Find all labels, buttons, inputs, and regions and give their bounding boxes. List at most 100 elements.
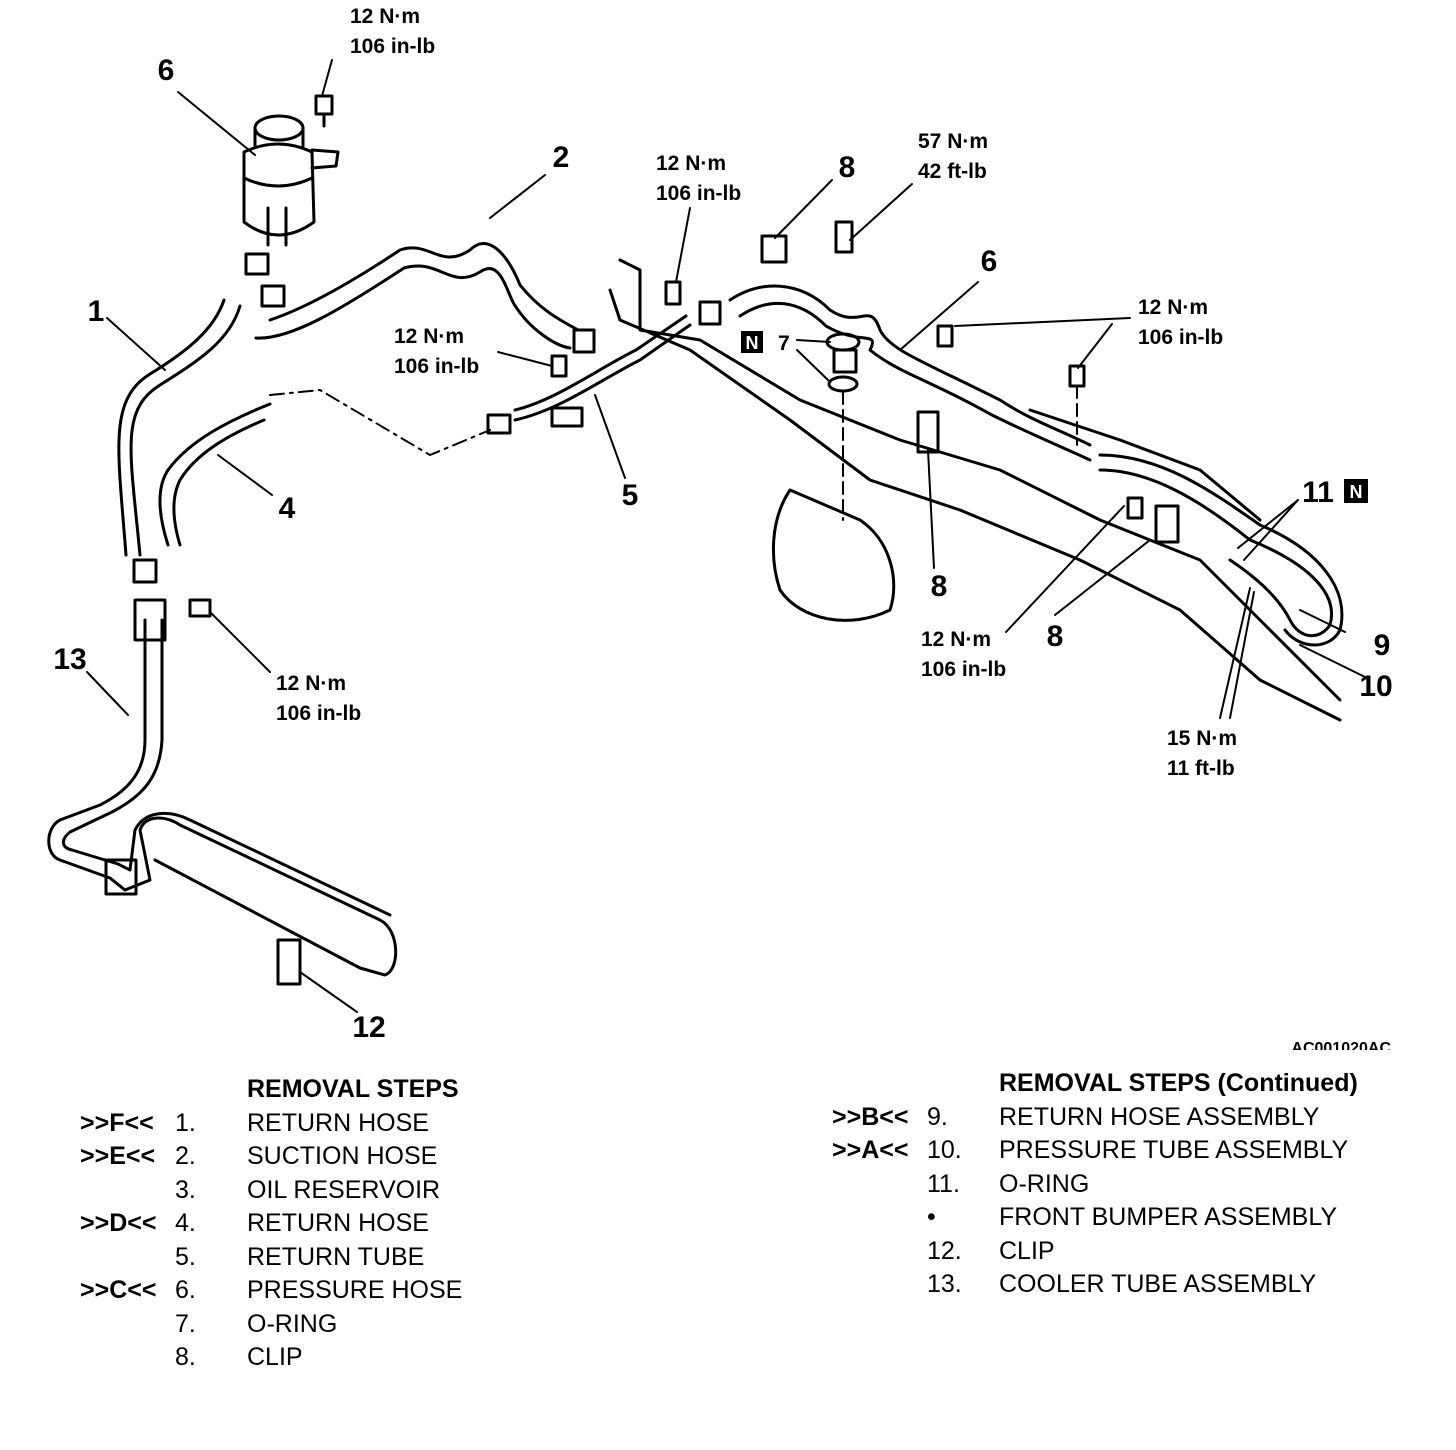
step-row: >>D<< 4. RETURN HOSE bbox=[80, 1207, 462, 1241]
step-number: 1. bbox=[175, 1108, 196, 1137]
step-label: O-RING bbox=[999, 1169, 1090, 1198]
step-row: 3.OIL RESERVOIR bbox=[80, 1174, 462, 1208]
removal-steps-continued-list: REMOVAL STEPS (Continued) >>B<< 9. RETURN … bbox=[832, 1067, 1358, 1302]
step-number: 8. bbox=[175, 1343, 196, 1371]
step-label: O-RING bbox=[247, 1309, 338, 1338]
callout-11: 11 bbox=[1302, 476, 1334, 509]
svg-text:11 ft-lb: 11 ft-lb bbox=[1167, 757, 1235, 780]
step-label: SUCTION HOSE bbox=[247, 1142, 438, 1170]
step-label: RETURN TUBE bbox=[247, 1242, 425, 1271]
step-number: 12. bbox=[927, 1236, 962, 1265]
step-row: >>A<< 10. PRESSURE TUBE ASSEMBLY bbox=[832, 1134, 1358, 1168]
callout-13: 13 bbox=[53, 643, 86, 676]
callout-3: 6 bbox=[158, 54, 175, 87]
torque-spec-reservoir: 12 N·m 106 in-lb bbox=[350, 5, 435, 58]
step-tag: >>C<< bbox=[80, 1276, 157, 1304]
removal-steps-heading: REMOVAL STEPS bbox=[247, 1075, 459, 1103]
n-mark-11 bbox=[1344, 479, 1368, 503]
step-tag: >>D<< bbox=[80, 1209, 157, 1237]
return-hose-9-drawing bbox=[1098, 468, 1333, 638]
step-tag: >>B<< bbox=[832, 1102, 909, 1131]
callout-8-top: 8 bbox=[839, 151, 856, 184]
svg-text:12 N·m: 12 N·m bbox=[1138, 296, 1208, 319]
callout-8-middle: 8 bbox=[931, 570, 948, 603]
svg-text:57 N·m: 57 N·m bbox=[918, 130, 988, 153]
step-row: >>B<< 9. RETURN HOSE ASSEMBLY bbox=[832, 1101, 1358, 1135]
svg-text:106 in-lb: 106 in-lb bbox=[656, 182, 741, 205]
callout-7: 7 bbox=[778, 332, 790, 355]
svg-text:106 in-lb: 106 in-lb bbox=[276, 702, 361, 725]
removal-steps-continued-heading: REMOVAL STEPS (Continued) bbox=[999, 1069, 1358, 1097]
torque-spec-pressure-hose-brackets: 12 N·m 106 in-lb bbox=[1138, 296, 1223, 349]
svg-text:12 N·m: 12 N·m bbox=[656, 152, 726, 175]
svg-text:106 in-lb: 106 in-lb bbox=[394, 355, 479, 378]
step-label: FRONT BUMPER ASSEMBLY bbox=[999, 1203, 1338, 1231]
step-label: CLIP bbox=[999, 1236, 1055, 1265]
step-row: 8. CLIP bbox=[80, 1341, 462, 1375]
oil-reservoir-drawing bbox=[242, 94, 340, 308]
step-label: PRESSURE TUBE ASSEMBLY bbox=[999, 1136, 1349, 1164]
power-steering-hose-diagram: 6 2 1 4 5 6 8 8 8 9 10 11 12 13 N 7 N 12… bbox=[47, 5, 1393, 1050]
callout-8-bottom: 8 bbox=[1047, 620, 1064, 653]
callout-10: 10 bbox=[1359, 670, 1392, 703]
step-number: 4. bbox=[175, 1209, 196, 1237]
torque-spec-rack-bracket: 12 N·m 106 in-lb bbox=[921, 628, 1006, 681]
return-hose-1-drawing bbox=[117, 298, 242, 557]
cooler-tube-assembly-13-drawing bbox=[47, 618, 398, 977]
return-hose-4-drawing bbox=[158, 402, 272, 547]
steering-rack-drawing bbox=[608, 258, 1342, 722]
svg-text:12 N·m: 12 N·m bbox=[276, 672, 346, 695]
step-number: 6. bbox=[175, 1276, 196, 1304]
step-number: 5. bbox=[175, 1242, 196, 1271]
step-label: COOLER TUBE ASSEMBLY bbox=[999, 1270, 1317, 1298]
pressure-tube-10-drawing bbox=[1098, 453, 1344, 647]
removal-steps-list: REMOVAL STEPS >>F<< 1. RETURN HOSE >>E<< 2.… bbox=[80, 1073, 462, 1375]
step-label: RETURN HOSE ASSEMBLY bbox=[999, 1102, 1320, 1131]
step-row: 5. RETURN TUBE bbox=[80, 1241, 462, 1275]
step-tag: >>E<< bbox=[80, 1142, 156, 1170]
n-mark-7-letter: N bbox=[746, 333, 759, 353]
callout-5: 5 bbox=[622, 479, 639, 512]
step-row: >>F<<1.RETURN HOSE bbox=[80, 1107, 462, 1141]
step-row: 13. COOLER TUBE ASSEMBLY bbox=[832, 1268, 1358, 1302]
step-number: 3. bbox=[175, 1175, 196, 1204]
torque-spec-pressure-hose-eyebolt: 57 N·m 42 ft-lb bbox=[918, 130, 988, 183]
n-mark-11-letter: N bbox=[1350, 482, 1363, 502]
torque-spec-return-tube-upper: 12 N·m 106 in-lb bbox=[656, 152, 741, 205]
torque-spec-return-tube-lower: 12 N·m 106 in-lb bbox=[394, 325, 479, 378]
callout-9: 9 bbox=[1374, 629, 1391, 662]
step-tag: >>A<< bbox=[832, 1136, 909, 1164]
step-row: 7. O-RING bbox=[80, 1308, 462, 1342]
svg-text:106 in-lb: 106 in-lb bbox=[1138, 326, 1223, 349]
svg-text:12 N·m: 12 N·m bbox=[350, 5, 420, 28]
suction-hose-2-drawing bbox=[254, 242, 580, 350]
callout-6: 6 bbox=[981, 245, 998, 278]
callout-4: 4 bbox=[279, 492, 296, 525]
svg-text:106 in-lb: 106 in-lb bbox=[921, 658, 1006, 681]
torque-spec-cooler-tube: 12 N·m 106 in-lb bbox=[276, 672, 361, 725]
step-label: CLIP bbox=[247, 1343, 303, 1371]
step-number: 9. bbox=[927, 1102, 948, 1131]
step-row: 12. CLIP bbox=[832, 1235, 1358, 1269]
step-row: >>E<< 2. SUCTION HOSE bbox=[80, 1140, 462, 1174]
step-row: >>C<<6.PRESSURE HOSE bbox=[80, 1274, 462, 1308]
step-number: 11. bbox=[927, 1169, 960, 1198]
step-tag: >>F<< bbox=[80, 1108, 154, 1137]
svg-text:15 N·m: 15 N·m bbox=[1167, 727, 1237, 750]
step-number: 7. bbox=[175, 1309, 196, 1338]
step-bullet: • bbox=[927, 1203, 936, 1231]
return-tube-5-drawing bbox=[513, 314, 692, 422]
step-number: 10. bbox=[927, 1136, 962, 1164]
pressure-hose-6-drawing bbox=[728, 284, 1092, 462]
step-row: 11. O-RING bbox=[832, 1168, 1358, 1202]
step-row: • FRONT BUMPER ASSEMBLY bbox=[832, 1201, 1358, 1235]
callout-12: 12 bbox=[352, 1011, 385, 1044]
step-label: RETURN HOSE bbox=[247, 1209, 429, 1237]
figure-reference-code: AC001020AC bbox=[1291, 1040, 1391, 1050]
svg-text:106 in-lb: 106 in-lb bbox=[350, 35, 435, 58]
step-number: 2. bbox=[175, 1142, 196, 1170]
step-number: 13. bbox=[927, 1270, 962, 1298]
torque-spec-rack-flare-nuts: 15 N·m 11 ft-lb bbox=[1167, 727, 1237, 780]
svg-text:42 ft-lb: 42 ft-lb bbox=[918, 160, 987, 183]
svg-text:12 N·m: 12 N·m bbox=[394, 325, 464, 348]
